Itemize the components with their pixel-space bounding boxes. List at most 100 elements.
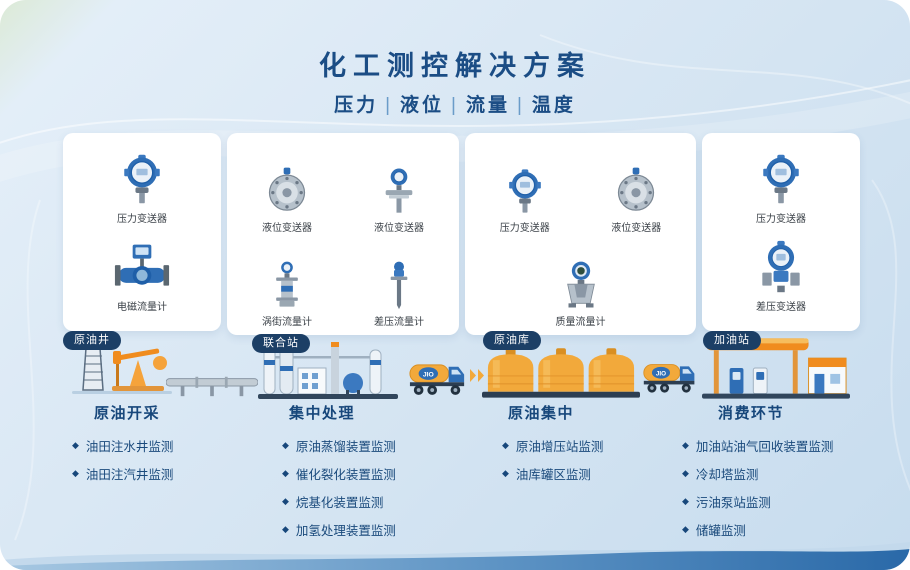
tanker-truck-illustration: JIO xyxy=(643,364,695,394)
monitoring-list: ◆ 加油站油气回收装置监测 ◆ 冷却塔监测 ◆ 污油泵站监测 ◆ 储罐监测 xyxy=(678,436,883,539)
section-title: 原油开采 xyxy=(94,405,161,422)
instrument: 液位变送器 xyxy=(231,140,343,234)
level-transmitter-icon xyxy=(385,168,413,214)
instrument: 压力变送器 xyxy=(469,140,581,234)
truck-label: JIO xyxy=(423,371,434,378)
diamond-bullet-icon: ◆ xyxy=(72,440,79,450)
list-item-text: 原油蒸馏装置监测 xyxy=(295,440,396,454)
diamond-bullet-icon: ◆ xyxy=(282,496,289,506)
truck-label: JIO xyxy=(656,370,666,377)
instrument: 压力变送器 xyxy=(752,151,810,225)
bottom-wave-band xyxy=(0,542,910,570)
list-item-text: 加油站油气回收装置监测 xyxy=(695,440,834,454)
diamond-bullet-icon: ◆ xyxy=(282,468,289,478)
list-item: ◆ 储罐监测 xyxy=(682,520,883,539)
diamond-bullet-icon: ◆ xyxy=(682,496,689,506)
list-item-text: 污油泵站监测 xyxy=(695,496,771,510)
mass-flowmeter-icon xyxy=(566,261,595,308)
tanker-truck-illustration: JIO xyxy=(409,364,465,396)
instrument: 差压流量计 xyxy=(343,234,455,328)
instrument: 液位变送器 xyxy=(343,140,455,234)
diamond-bullet-icon: ◆ xyxy=(682,524,689,534)
list-item-text: 烷基化装置监测 xyxy=(295,496,384,510)
stage-badge-oil-depot: 原油库 xyxy=(483,331,541,350)
instrument: 质量流量计 xyxy=(469,234,692,328)
instrument-label: 压力变送器 xyxy=(117,214,167,226)
stage-badge-oil-well: 原油井 xyxy=(63,331,121,350)
instrument-label: 质量流量计 xyxy=(555,317,606,328)
diamond-bullet-icon: ◆ xyxy=(502,440,509,450)
stage-badge-gas-station: 加油站 xyxy=(703,331,761,350)
pressure-transmitter-icon xyxy=(123,154,161,205)
section-title: 原油集中 xyxy=(508,405,575,422)
subtitle-separator: | xyxy=(516,95,525,116)
instrument-cards-row: 压力变送器 电磁流量计 液位变送器 液位变送器 涡街流量计 差压流量 xyxy=(63,133,860,335)
list-item-text: 油田注汽井监测 xyxy=(85,468,174,482)
instrument-card-4: 压力变送器 差压变送器 xyxy=(702,133,860,331)
section-consumption: 消费环节 ◆ 加油站油气回收装置监测 ◆ 冷却塔监测 ◆ 污油泵站监测 ◆ 储罐监测 xyxy=(678,402,883,548)
differential-pressure-flowmeter-icon xyxy=(390,261,408,310)
monitoring-list: ◆ 原油增压站监测 ◆ 油库罐区监测 xyxy=(480,436,665,483)
subtitle-part: 压力 xyxy=(334,95,379,116)
page-subtitle: 压力|液位|流量|温度 xyxy=(0,90,910,117)
pressure-transmitter-icon xyxy=(508,168,542,214)
diamond-bullet-icon: ◆ xyxy=(72,468,79,478)
list-item-text: 储罐监测 xyxy=(695,524,746,538)
storage-tanks-illustration xyxy=(482,347,640,399)
diamond-bullet-icon: ◆ xyxy=(682,468,689,478)
list-item: ◆ 污油泵站监测 xyxy=(682,492,883,511)
diamond-bullet-icon: ◆ xyxy=(682,440,689,450)
list-item-text: 催化裂化装置监测 xyxy=(295,468,396,482)
section-crude-oil-collection: 原油集中 ◆ 原油增压站监测 ◆ 油库罐区监测 xyxy=(480,402,665,492)
diamond-bullet-icon: ◆ xyxy=(282,440,289,450)
list-item: ◆油田注水井监测 xyxy=(72,436,248,455)
instrument-card-1: 压力变送器 电磁流量计 xyxy=(63,133,221,331)
section-title: 消费环节 xyxy=(718,405,785,422)
page-title: 化工测控解决方案 xyxy=(319,51,591,81)
electromagnetic-flowmeter-icon xyxy=(114,244,170,286)
stage-badge-combined-station: 联合站 xyxy=(252,334,310,353)
instrument-label: 电磁流量计 xyxy=(117,301,167,313)
diamond-bullet-icon: ◆ xyxy=(502,468,509,478)
list-item: ◆ 加油站油气回收装置监测 xyxy=(682,436,883,455)
subtitle-part: 流量 xyxy=(465,95,510,116)
list-item-text: 冷却塔监测 xyxy=(695,468,759,482)
instrument-card-2: 液位变送器 液位变送器 涡街流量计 差压流量计 xyxy=(227,133,459,335)
instrument: 差压变送器 xyxy=(752,239,810,313)
level-transmitter-icon xyxy=(618,167,655,211)
pipeline-illustration xyxy=(166,376,258,397)
list-item-text: 原油增压站监测 xyxy=(515,440,604,454)
instrument: 液位变送器 xyxy=(581,140,693,234)
instrument-label: 差压变送器 xyxy=(756,301,806,313)
list-item: ◆ 油库罐区监测 xyxy=(502,464,665,483)
instrument-label: 压力变送器 xyxy=(756,214,806,226)
instrument-label: 差压流量计 xyxy=(374,317,424,328)
monitoring-list: ◆ 原油蒸馏装置监测 ◆ 催化裂化装置监测 ◆ 烷基化装置监测 ◆ 加氢处理装置监测 xyxy=(258,436,443,539)
instrument: 涡街流量计 xyxy=(231,234,343,328)
list-item: ◆ 原油蒸馏装置监测 xyxy=(282,436,443,455)
section-crude-oil-extraction: 原油开采 ◆油田注水井监测 ◆ 油田注汽井监测 xyxy=(63,402,248,492)
level-transmitter-icon xyxy=(268,167,306,211)
subtitle-separator: | xyxy=(385,95,394,116)
instrument-label: 液位变送器 xyxy=(611,223,662,234)
instrument: 压力变送器 xyxy=(113,151,171,225)
subtitle-part: 温度 xyxy=(531,95,576,116)
section-centralized-processing: 集中处理 ◆ 原油蒸馏装置监测 ◆ 催化裂化装置监测 ◆ 烷基化装置监测 ◆ 加氢处理装… xyxy=(258,402,443,548)
list-item: ◆ 加氢处理装置监测 xyxy=(282,520,443,539)
list-item: ◆ 油田注汽井监测 xyxy=(72,464,248,483)
instrument-label: 液位变送器 xyxy=(262,223,312,234)
pressure-transmitter-icon xyxy=(762,154,800,205)
vortex-flowmeter-icon xyxy=(276,261,298,307)
subtitle-part: 液位 xyxy=(400,95,445,116)
instrument-card-3: 压力变送器 液位变送器 质量流量计 xyxy=(465,133,696,335)
diamond-bullet-icon: ◆ xyxy=(282,524,289,534)
list-item-text: 加氢处理装置监测 xyxy=(295,524,396,538)
monitoring-list: ◆油田注水井监测 ◆ 油田注汽井监测 xyxy=(63,436,248,483)
list-item: ◆ 原油增压站监测 xyxy=(502,436,665,455)
instrument: 电磁流量计 xyxy=(113,239,171,313)
instrument-label: 涡街流量计 xyxy=(262,317,312,328)
list-item: ◆ 催化裂化装置监测 xyxy=(282,464,443,483)
list-item-text: 油库罐区监测 xyxy=(515,468,591,482)
section-title: 集中处理 xyxy=(289,405,356,422)
